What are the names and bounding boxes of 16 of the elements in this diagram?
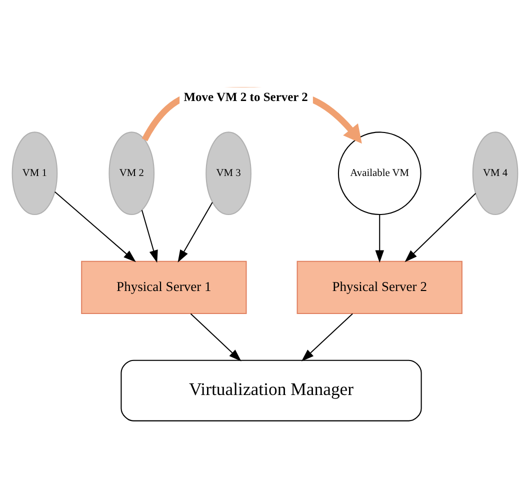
node-box: Physical Server 2 [296,260,462,314]
edge-label: Move VM 2 to Server 2 [184,90,308,104]
node-box: Virtualization Manager [120,359,422,421]
arrow [375,214,384,262]
arrow [178,202,213,262]
node-box: Physical Server 1 [81,260,247,314]
node-ellipse: VM 2 [108,131,155,215]
arrow [404,192,476,262]
arrow [54,191,136,262]
node-ellipse: VM 4 [472,131,518,215]
node-ellipse: VM 3 [206,131,252,215]
arrow [301,312,353,361]
arrow [190,312,242,361]
arrow [141,210,158,262]
node-circle: Available VM [338,131,422,215]
node-ellipse: VM 1 [12,131,58,215]
